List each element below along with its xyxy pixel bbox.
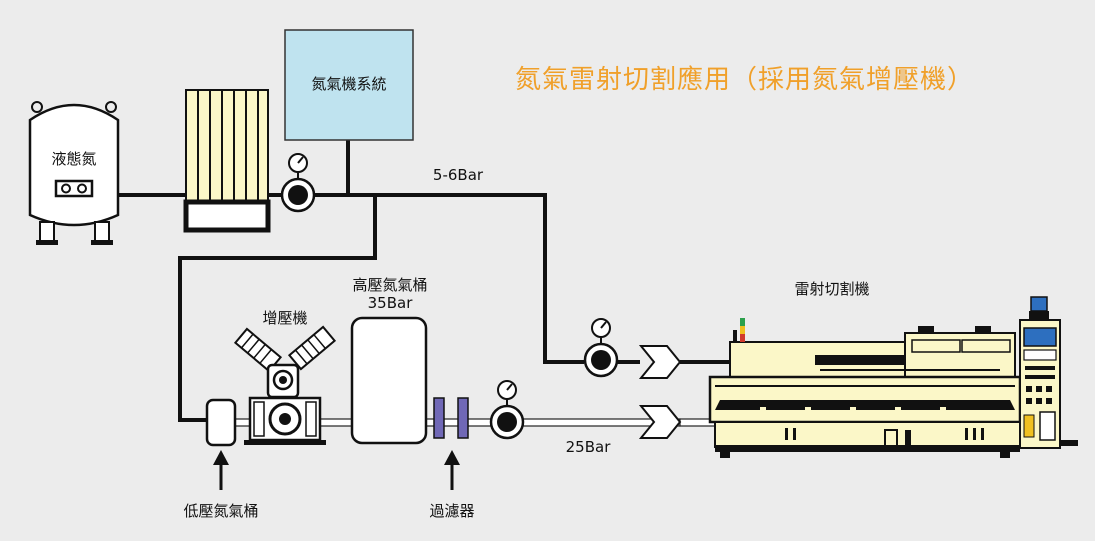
- filter-arrow: [444, 450, 460, 490]
- high-pressure-label: 25Bar: [566, 438, 612, 456]
- nitrogen-system-label: 氮氣機系統: [311, 75, 386, 93]
- laser-cutter-label: 雷射切割機: [794, 280, 869, 298]
- liquid-nitrogen-label: 液態氮: [51, 150, 96, 168]
- low-pressure-label: 5-6Bar: [433, 166, 484, 184]
- lp-tank-arrow: [213, 450, 229, 490]
- connector-chevron-bottom: [638, 405, 682, 439]
- laser-cutter: 雷射切割機: [708, 280, 1078, 458]
- high-pressure-tank: 高壓氮氣桶 35Bar: [350, 276, 428, 445]
- low-pressure-tank: [205, 398, 237, 447]
- liquid-nitrogen-tank: 液態氮: [28, 101, 120, 245]
- diagram-title: 氮氣雷射切割應用（採用氮氣增壓機）: [515, 65, 974, 95]
- filter: [433, 397, 469, 439]
- filter-label: 過濾器: [429, 502, 474, 520]
- booster: 增壓機: [233, 309, 337, 445]
- pump-right: [583, 318, 619, 378]
- lp-tank-label: 低壓氮氣桶: [183, 502, 258, 520]
- hp-tank-pressure: 35Bar: [368, 294, 414, 312]
- low-pressure-pipe: [118, 140, 730, 422]
- nitrogen-system: 氮氣機系統: [284, 29, 414, 141]
- hp-tank-label: 高壓氮氣桶: [352, 276, 427, 294]
- connector-chevron-top: [638, 345, 682, 379]
- evaporator: [183, 89, 271, 233]
- pump-bottom: [489, 380, 525, 440]
- pump-top: [280, 153, 316, 213]
- booster-label: 增壓機: [262, 309, 307, 327]
